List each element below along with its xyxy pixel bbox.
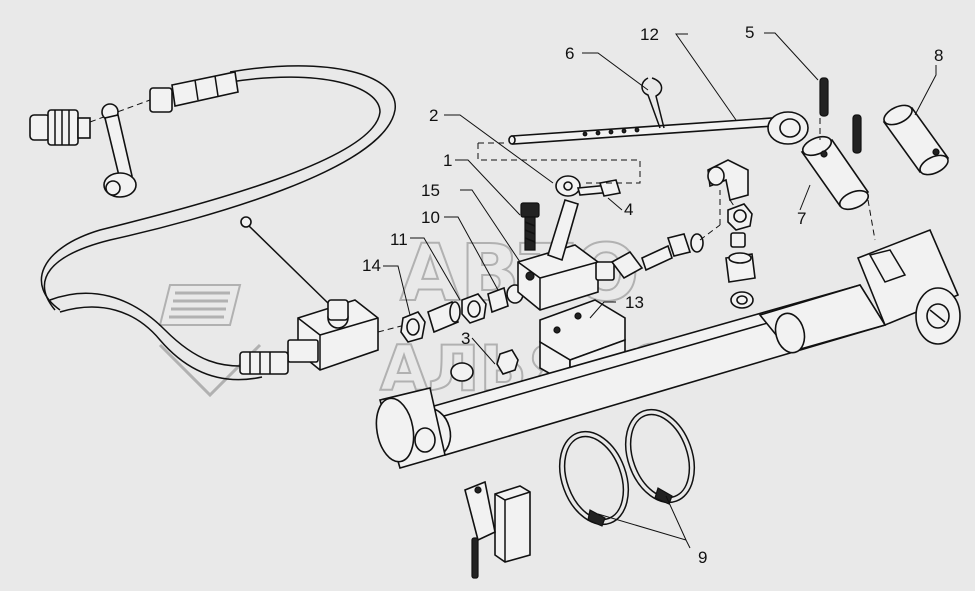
sleeve-7 (800, 135, 870, 211)
lever-arm (547, 175, 622, 262)
callout-6: 6 (565, 44, 574, 63)
bolt-15 (520, 202, 540, 251)
control-valve-with-lever (239, 216, 406, 375)
pipe-assembly (610, 190, 721, 280)
fitting-stack-right (725, 203, 756, 309)
callout-5: 5 (745, 23, 754, 42)
callout-12: 12 (640, 25, 659, 44)
hose-clamp-left (558, 430, 630, 527)
sleeve-8 (882, 104, 950, 176)
hose-end-fitting (149, 71, 239, 113)
control-rod (508, 111, 809, 145)
callout-1: 1 (443, 151, 452, 170)
callout-13: 13 (625, 293, 644, 312)
callout-labels: 1 2 3 4 5 6 7 8 9 10 12 11 13 14 15 (362, 23, 943, 567)
fitting-14-nut (400, 311, 426, 343)
spring-pin-5 (819, 77, 829, 117)
callout-7: 7 (797, 209, 806, 228)
callout-11: 11 (390, 230, 408, 249)
callout-8: 8 (934, 46, 943, 65)
clevis-end (856, 228, 961, 345)
nut-3 (450, 349, 519, 382)
fitting-11-sleeve (427, 300, 461, 334)
callout-9: 9 (698, 548, 707, 567)
elbow-fitting (707, 159, 749, 216)
callout-15: 15 (421, 181, 440, 200)
callout-10: 10 (421, 208, 440, 227)
cotter-pin (641, 77, 665, 129)
hydraulic-hose (40, 65, 396, 381)
callout-4: 4 (624, 200, 633, 219)
hydraulic-cylinder (375, 284, 887, 469)
spring-pin-second (852, 114, 862, 154)
leader-lines (383, 32, 937, 549)
dust-cap-strap (101, 103, 137, 198)
callout-3: 3 (461, 329, 470, 348)
lock-bracket (494, 485, 531, 563)
callout-14: 14 (362, 256, 381, 275)
callout-2: 2 (429, 106, 438, 125)
lock-pin (464, 480, 496, 579)
valve-block (517, 244, 615, 311)
quick-coupler (29, 99, 151, 146)
